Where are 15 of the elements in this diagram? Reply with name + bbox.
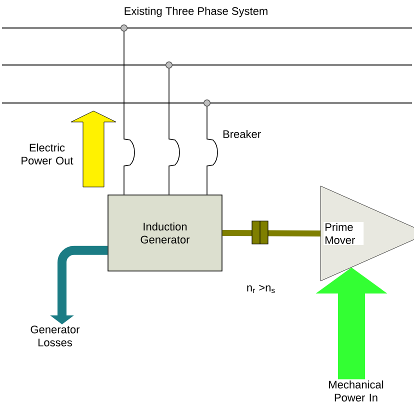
generator-box: Induction Generator (108, 194, 222, 272)
label-text: n$_{r}$ >n$_{s}$ (247, 284, 275, 294)
breaker-line (124, 31, 135, 195)
bus-line (2, 100, 412, 106)
shaft (222, 230, 320, 236)
breaker-line (168, 68, 180, 195)
caption-text: Generator Losses (30, 326, 80, 346)
title: Existing Three Phase System (124, 6, 268, 18)
prime-mover-triangle: Prime Mover (320, 186, 414, 282)
caption-text: Mechanical Power In (329, 380, 384, 402)
breaker-line (206, 106, 218, 195)
bus-line (2, 24, 412, 32)
label-text: Electric Power Out (22, 143, 74, 165)
bus-line (2, 62, 412, 68)
label-text: Breaker (223, 130, 261, 138)
